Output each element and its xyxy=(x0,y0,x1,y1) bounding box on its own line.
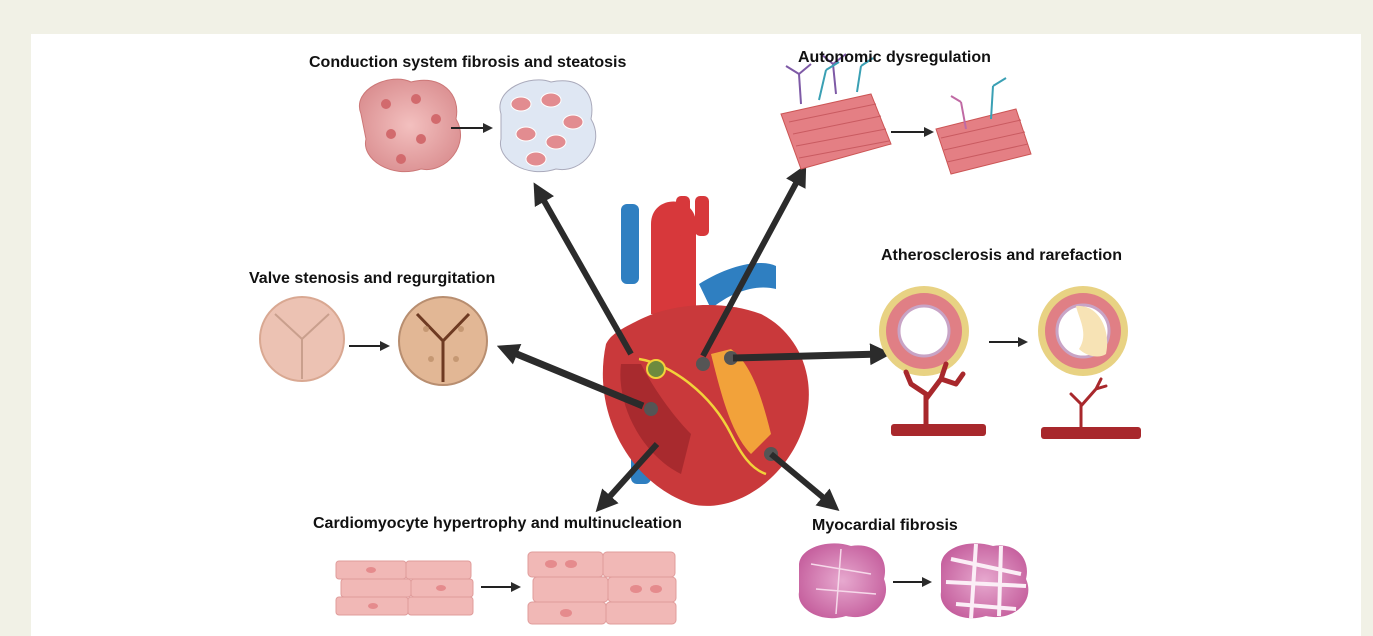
label-atherosclerosis: Atherosclerosis and rarefaction xyxy=(881,247,1122,265)
label-fibrosis: Myocardial fibrosis xyxy=(812,517,958,535)
arrow-to-conduction xyxy=(539,192,631,354)
arrow-to-atherosclerosis xyxy=(733,354,881,358)
label-valve: Valve stenosis and regurgitation xyxy=(249,270,495,288)
label-autonomic: Autonomic dysregulation xyxy=(798,49,991,67)
capillary-normal xyxy=(891,364,986,436)
hypertrophy-panel xyxy=(336,552,676,624)
atherosclerosis-panel xyxy=(879,286,1141,439)
capillary-rarefied xyxy=(1041,379,1141,439)
diagram-svg xyxy=(31,34,1361,636)
myocardium-normal xyxy=(799,543,886,618)
conduction-normal-tissue xyxy=(359,79,460,172)
autonomic-panel xyxy=(781,54,1031,174)
figure-panel: Conduction system fibrosis and steatosis… xyxy=(31,34,1361,636)
label-conduction: Conduction system fibrosis and steatosis xyxy=(309,54,626,72)
superior-vena-cava xyxy=(621,204,639,284)
valve-panel xyxy=(260,297,487,385)
label-hypertrophy: Cardiomyocyte hypertrophy and multinucle… xyxy=(313,515,682,533)
cardiomyocytes-normal xyxy=(336,561,473,615)
conduction-panel xyxy=(359,79,595,172)
fibrosis-panel xyxy=(799,543,1029,619)
arrow-to-fibrosis xyxy=(771,454,831,504)
